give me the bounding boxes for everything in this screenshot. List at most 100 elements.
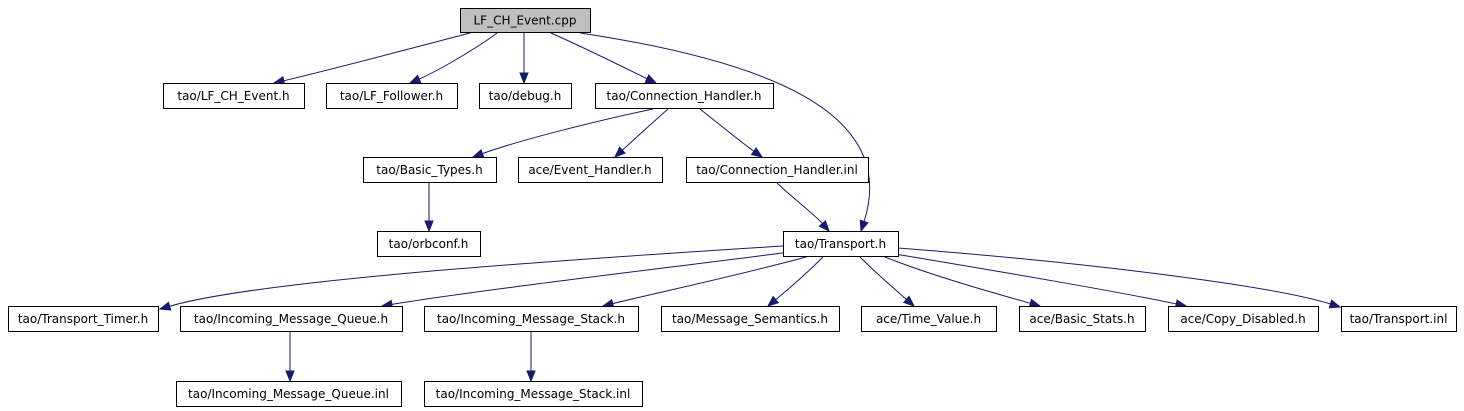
arrowhead-icon [750,147,764,158]
node-tao-lf-ch-event-h[interactable]: tao/LF_CH_Event.h [163,83,305,109]
edge-line [283,32,471,82]
node-label: ace/Basic_Stats.h [1029,312,1134,326]
edge-tao-transport-h-to-ace-basic-stats-h [884,256,1042,308]
node-tao-transport-h[interactable]: tao/Transport.h [783,231,899,257]
arrowhead-icon [285,370,295,383]
edge-tao-transport-h-to-tao-message-semantics-h [766,256,824,307]
edge-tao-transport-h-to-tao-incoming-message-queue-h [380,251,791,309]
arrowhead-icon [614,146,626,158]
edges-layer [158,32,1342,383]
node-ace-copy-disabled-h[interactable]: ace/Copy_Disabled.h [1168,306,1319,332]
node-box[interactable] [479,83,572,109]
node-box[interactable] [783,231,899,257]
node-label: tao/Message_Semantics.h [672,312,828,326]
node-label: tao/debug.h [489,89,562,103]
node-tao-basic-types-h[interactable]: tao/Basic_Types.h [363,157,497,183]
node-box[interactable] [1168,306,1319,332]
edge-line [894,253,1177,305]
node-tao-incoming-message-queue-inl[interactable]: tao/Incoming_Message_Queue.inl [176,381,402,407]
arrowhead-icon [859,219,869,233]
arrowhead-icon [818,219,830,233]
node-tao-message-semantics-h[interactable]: tao/Message_Semantics.h [661,306,840,332]
edge-lf-ch-event-cpp-to-tao-transport-h [579,32,871,233]
node-tao-orbconf-h[interactable]: tao/orbconf.h [377,231,481,257]
edge-tao-connection-handler-h-to-tao-connection-handler-inl [699,108,764,158]
arrowhead-icon [1328,299,1342,309]
node-label: LF_CH_Event.cpp [473,14,576,28]
node-label: tao/Incoming_Message_Stack.h [437,312,625,326]
arrowhead-icon [526,370,536,383]
edge-tao-connection-handler-h-to-tao-basic-types-h [471,108,654,158]
node-box[interactable] [518,157,663,183]
node-box[interactable] [424,381,643,407]
edge-lf-ch-event-cpp-to-tao-debug-h [519,33,529,85]
node-box[interactable] [1019,306,1146,332]
node-box[interactable] [424,306,639,332]
node-box[interactable] [163,83,305,109]
arrowhead-icon [424,220,434,233]
edge-tao-connection-handler-inl-to-tao-transport-h [776,182,830,233]
node-ace-basic-stats-h[interactable]: ace/Basic_Stats.h [1019,306,1146,332]
node-box[interactable] [363,157,497,183]
arrowhead-icon [902,295,916,307]
edge-tao-incoming-message-queue-h-to-tao-incoming-message-queue-inl [285,332,295,383]
node-ace-event-handler-h[interactable]: ace/Event_Handler.h [518,157,663,183]
node-label: tao/Connection_Handler.inl [696,163,858,177]
edge-tao-connection-handler-h-to-ace-event-handler-h [614,108,669,158]
node-label: tao/LF_Follower.h [340,89,443,103]
node-lf-ch-event-cpp[interactable]: LF_CH_Event.cpp [460,8,591,33]
edge-line [699,108,755,152]
node-box[interactable] [8,306,159,332]
edge-tao-transport-h-to-ace-copy-disabled-h [894,253,1188,309]
node-box[interactable] [326,83,458,109]
edge-line [612,256,807,305]
edge-line [418,32,498,80]
node-box[interactable] [661,306,840,332]
node-label: ace/Time_Value.h [876,312,981,326]
node-tao-incoming-message-stack-inl[interactable]: tao/Incoming_Message_Stack.inl [424,381,643,407]
node-tao-incoming-message-stack-h[interactable]: tao/Incoming_Message_Stack.h [424,306,639,332]
node-tao-debug-h[interactable]: tao/debug.h [479,83,572,109]
edge-lf-ch-event-cpp-to-tao-connection-handler-h [550,32,658,84]
node-tao-incoming-message-queue-h[interactable]: tao/Incoming_Message_Queue.h [180,306,403,332]
edge-tao-transport-h-to-tao-transport-timer-h [158,245,784,311]
node-label: ace/Copy_Disabled.h [1180,312,1305,326]
node-tao-transport-timer-h[interactable]: tao/Transport_Timer.h [8,306,159,332]
node-box[interactable] [1341,306,1457,332]
node-tao-lf-follower-h[interactable]: tao/LF_Follower.h [326,83,458,109]
arrowhead-icon [766,295,780,307]
node-ace-time-value-h[interactable]: ace/Time_Value.h [861,306,997,332]
edge-tao-transport-h-to-tao-transport-inl [897,247,1342,309]
edge-line [391,251,791,305]
edge-line [859,256,907,300]
node-label: tao/orbconf.h [389,237,469,251]
edge-line [482,108,654,155]
edge-lf-ch-event-cpp-to-tao-lf-ch-event-h [272,32,471,86]
node-box[interactable] [176,381,402,407]
node-label: tao/Connection_Handler.h [607,89,762,103]
edge-tao-transport-h-to-ace-time-value-h [859,256,916,307]
node-tao-connection-handler-h[interactable]: tao/Connection_Handler.h [595,83,774,109]
node-box[interactable] [180,306,403,332]
edge-line [775,256,824,301]
node-label: tao/Incoming_Message_Queue.inl [188,387,389,401]
arrowhead-icon [408,74,422,84]
node-box[interactable] [377,231,481,257]
node-box[interactable] [595,83,774,109]
node-label: tao/Transport.inl [1350,312,1448,326]
node-box[interactable] [460,8,591,33]
node-tao-transport-inl[interactable]: tao/Transport.inl [1341,306,1457,332]
node-tao-connection-handler-inl[interactable]: tao/Connection_Handler.inl [686,157,869,183]
node-box[interactable] [861,306,997,332]
arrowhead-icon [644,74,658,84]
edge-line [579,32,871,222]
edge-tao-basic-types-h-to-tao-orbconf-h [424,182,434,233]
edge-tao-incoming-message-stack-h-to-tao-incoming-message-stack-inl [526,332,536,383]
node-box[interactable] [686,157,869,183]
edge-line [897,247,1331,305]
edge-line [776,182,823,224]
edge-lf-ch-event-cpp-to-tao-lf-follower-h [408,32,498,84]
edge-line [169,245,784,307]
edge-line [550,32,648,80]
